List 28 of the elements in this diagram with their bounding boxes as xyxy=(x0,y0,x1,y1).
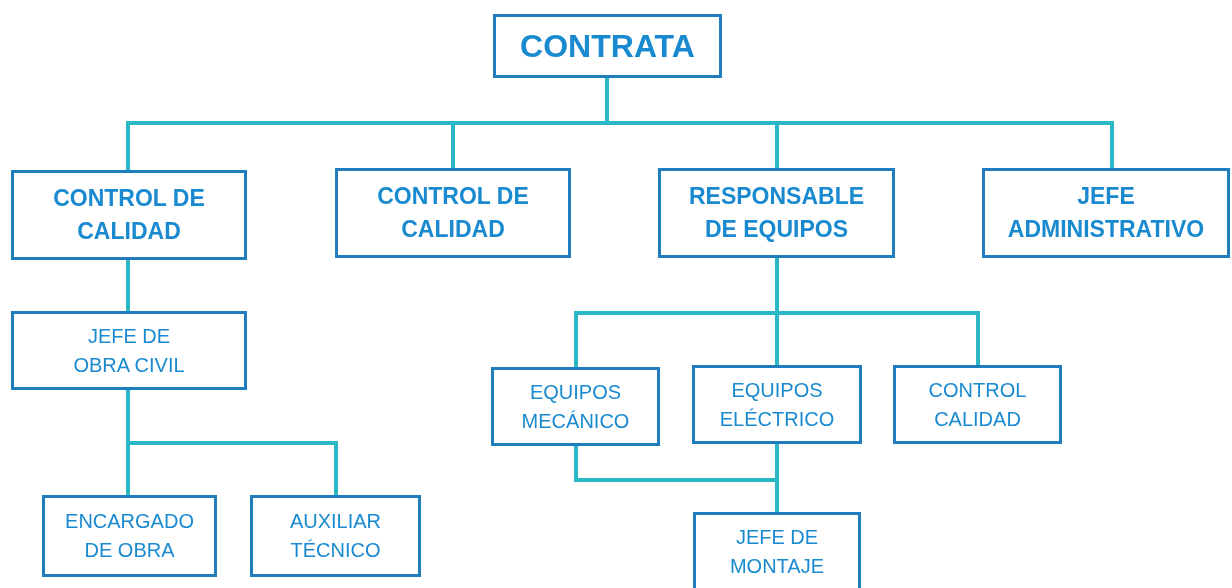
role-label: CONTRATA xyxy=(520,26,695,66)
org-box xyxy=(250,495,421,577)
org-box xyxy=(982,168,1230,258)
connector-line xyxy=(126,390,338,495)
org-box xyxy=(893,365,1062,444)
org-box xyxy=(493,14,722,78)
org-box xyxy=(693,512,861,588)
role-label: JEFE DE OBRA CIVIL xyxy=(72,323,186,378)
connector-line xyxy=(126,260,130,311)
org-box xyxy=(491,367,660,446)
role-label: ENCARGADO DE OBRA xyxy=(64,509,195,563)
org-box xyxy=(335,168,571,258)
org-box xyxy=(692,365,862,444)
role-label: CONTROL DE CALIDAD xyxy=(52,183,206,246)
role-label: CONTROL DE CALIDAD xyxy=(376,181,530,244)
role-label: JEFE ADMINISTRATIVO xyxy=(1006,181,1206,244)
role-label: RESPONSABLE DE EQUIPOS xyxy=(687,181,866,244)
org-box xyxy=(42,495,217,577)
role-label: EQUIPOS ELÉCTRICO xyxy=(718,377,836,432)
org-box xyxy=(11,170,247,260)
connector-line xyxy=(775,444,779,512)
role-label: AUXILIAR TÉCNICO xyxy=(288,509,383,563)
org-box xyxy=(658,168,895,258)
role-label: JEFE DE MONTAJE xyxy=(728,525,826,579)
role-label: CONTROL CALIDAD xyxy=(927,377,1028,432)
connector-line xyxy=(775,258,980,365)
role-label: EQUIPOS MECÁNICO xyxy=(520,379,631,434)
org-box xyxy=(11,311,247,390)
